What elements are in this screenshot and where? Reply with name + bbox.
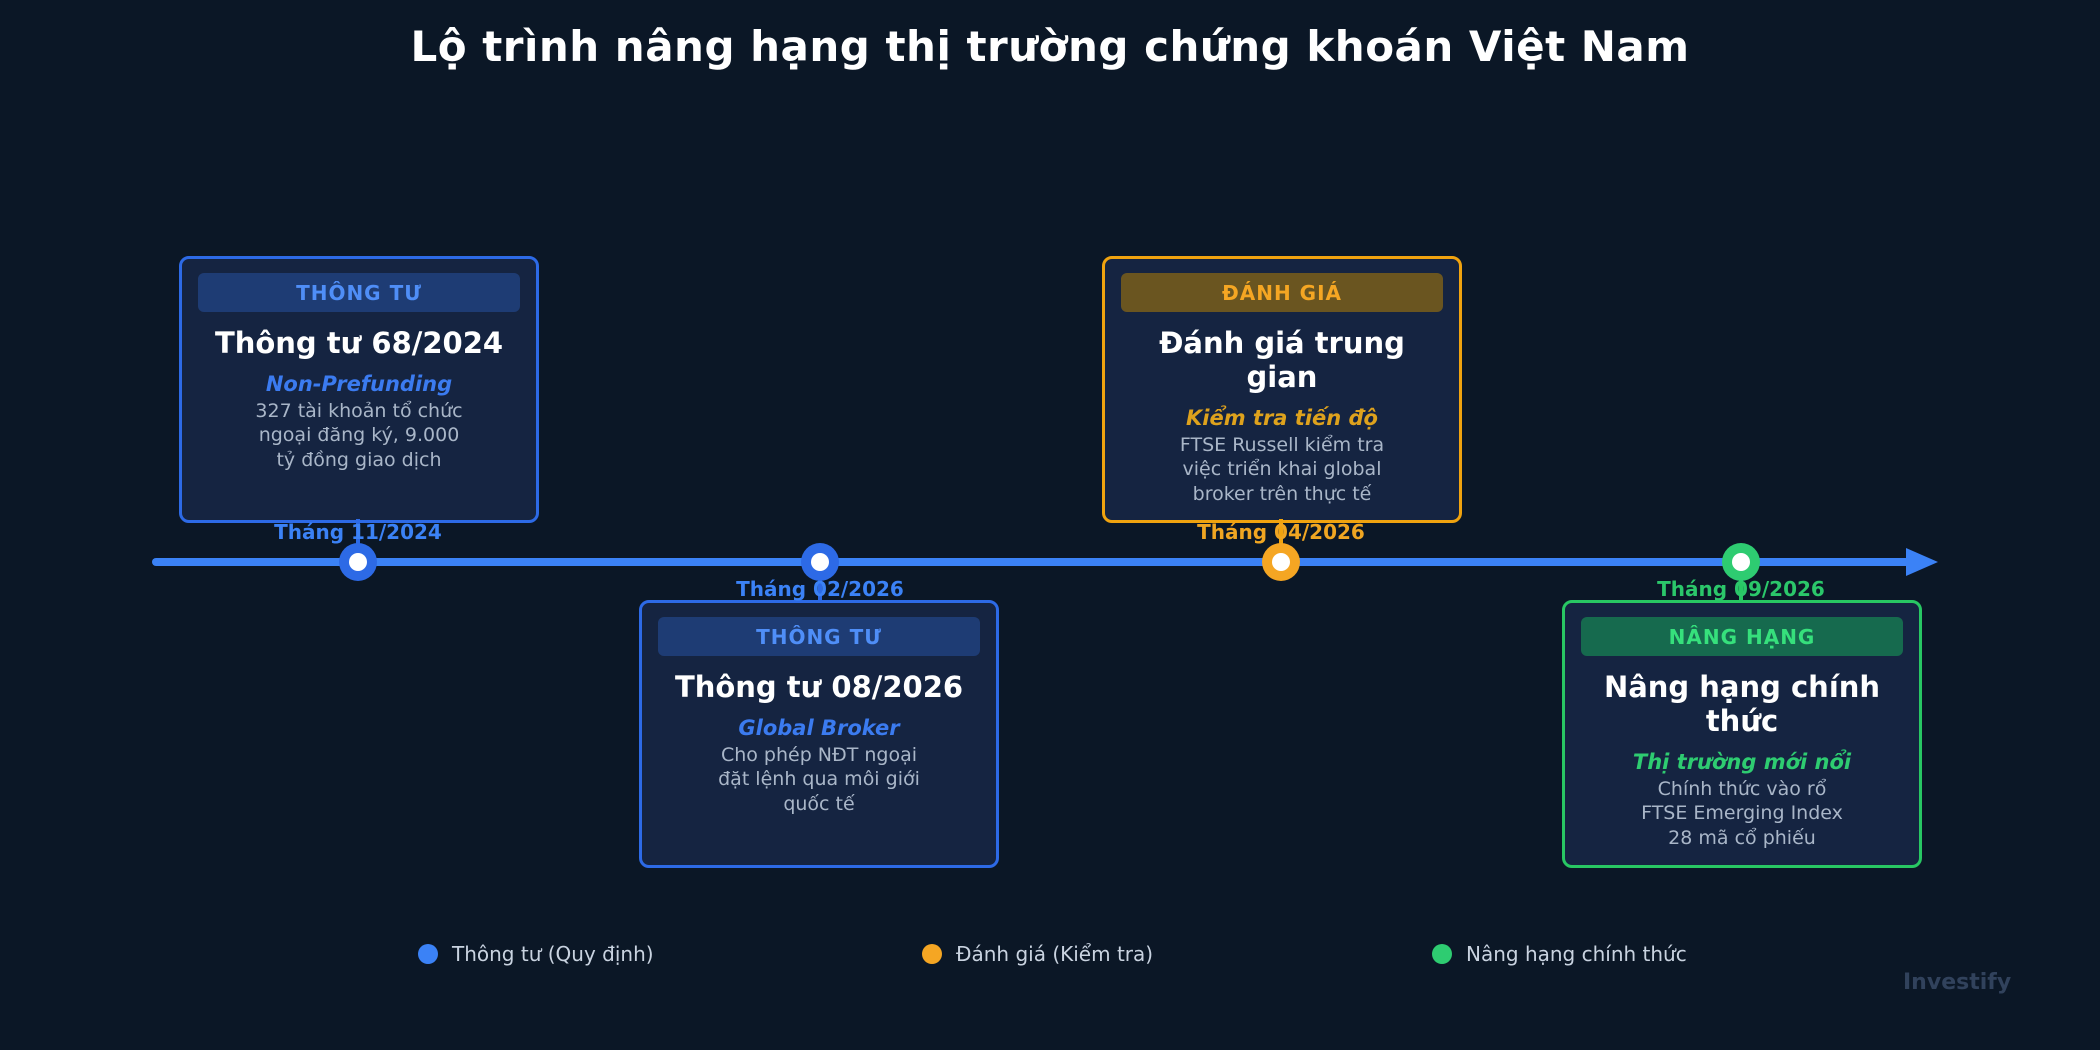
legend-label: Thông tư (Quy định) bbox=[452, 942, 654, 966]
connector-line bbox=[818, 562, 822, 602]
legend-dot-green-icon bbox=[1432, 944, 1452, 964]
milestone-card-thong-tu-68: THÔNG TƯ Thông tư 68/2024 Non-Prefunding… bbox=[179, 256, 539, 523]
milestone-card-danh-gia: ĐÁNH GIÁ Đánh giá trung gian Kiểm tra ti… bbox=[1102, 256, 1462, 523]
connector-line bbox=[356, 519, 360, 563]
milestone-date: Tháng 04/2026 bbox=[1197, 520, 1365, 544]
milestone-badge: THÔNG TƯ bbox=[658, 617, 980, 656]
milestone-body: Cho phép NĐT ngoại đặt lệnh qua môi giới… bbox=[718, 744, 920, 815]
milestone-title: Thông tư 68/2024 bbox=[214, 326, 504, 360]
milestone-subtitle: Thị trường mới nổi bbox=[1632, 750, 1852, 774]
milestone-subtitle: Non-Prefunding bbox=[265, 372, 453, 396]
milestone-date: Tháng 09/2026 bbox=[1657, 577, 1825, 601]
legend-dot-blue-icon bbox=[418, 944, 438, 964]
milestone-title: Thông tư 08/2026 bbox=[674, 670, 964, 704]
milestone-card-nang-hang: NÂNG HẠNG Nâng hạng chính thức Thị trườn… bbox=[1562, 600, 1922, 868]
dot-center bbox=[811, 553, 829, 571]
dot-center bbox=[349, 553, 367, 571]
legend-dot-orange-icon bbox=[922, 944, 942, 964]
milestone-card-thong-tu-08: THÔNG TƯ Thông tư 08/2026 Global Broker … bbox=[639, 600, 999, 868]
page-title: Lộ trình nâng hạng thị trường chứng khoá… bbox=[410, 22, 1690, 71]
watermark: Investify bbox=[1903, 970, 2012, 995]
milestone-badge: ĐÁNH GIÁ bbox=[1121, 273, 1443, 312]
milestone-subtitle: Global Broker bbox=[738, 716, 900, 740]
connector-line bbox=[1279, 519, 1283, 563]
milestone-title: Đánh giá trung gian bbox=[1159, 326, 1405, 394]
legend-item-danh-gia: Đánh giá (Kiểm tra) bbox=[922, 942, 1153, 966]
milestone-body: Chính thức vào rổ FTSE Emerging Index 28… bbox=[1641, 778, 1843, 849]
legend-item-thong-tu: Thông tư (Quy định) bbox=[418, 942, 654, 966]
connector-line bbox=[1739, 562, 1743, 602]
timeline-axis bbox=[152, 558, 1912, 566]
milestone-date: Tháng 02/2026 bbox=[736, 577, 904, 601]
milestone-subtitle: Kiểm tra tiến độ bbox=[1186, 406, 1378, 430]
legend-item-nang-hang: Nâng hạng chính thức bbox=[1432, 942, 1687, 966]
milestone-body: 327 tài khoản tổ chức ngoại đăng ký, 9.0… bbox=[255, 400, 463, 471]
timeline-dot bbox=[339, 543, 377, 581]
dot-center bbox=[1272, 553, 1290, 571]
timeline-arrow-icon bbox=[1906, 548, 1938, 576]
milestone-badge: THÔNG TƯ bbox=[198, 273, 520, 312]
dot-center bbox=[1732, 553, 1750, 571]
legend-label: Nâng hạng chính thức bbox=[1466, 942, 1687, 966]
legend-label: Đánh giá (Kiểm tra) bbox=[956, 942, 1154, 966]
milestone-badge: NÂNG HẠNG bbox=[1581, 617, 1903, 656]
milestone-title: Nâng hạng chính thức bbox=[1603, 670, 1881, 738]
milestone-body: FTSE Russell kiểm tra việc triển khai gl… bbox=[1179, 434, 1385, 505]
timeline-dot bbox=[1722, 543, 1760, 581]
milestone-date: Tháng 11/2024 bbox=[274, 520, 442, 544]
timeline-dot bbox=[801, 543, 839, 581]
timeline-dot bbox=[1262, 543, 1300, 581]
